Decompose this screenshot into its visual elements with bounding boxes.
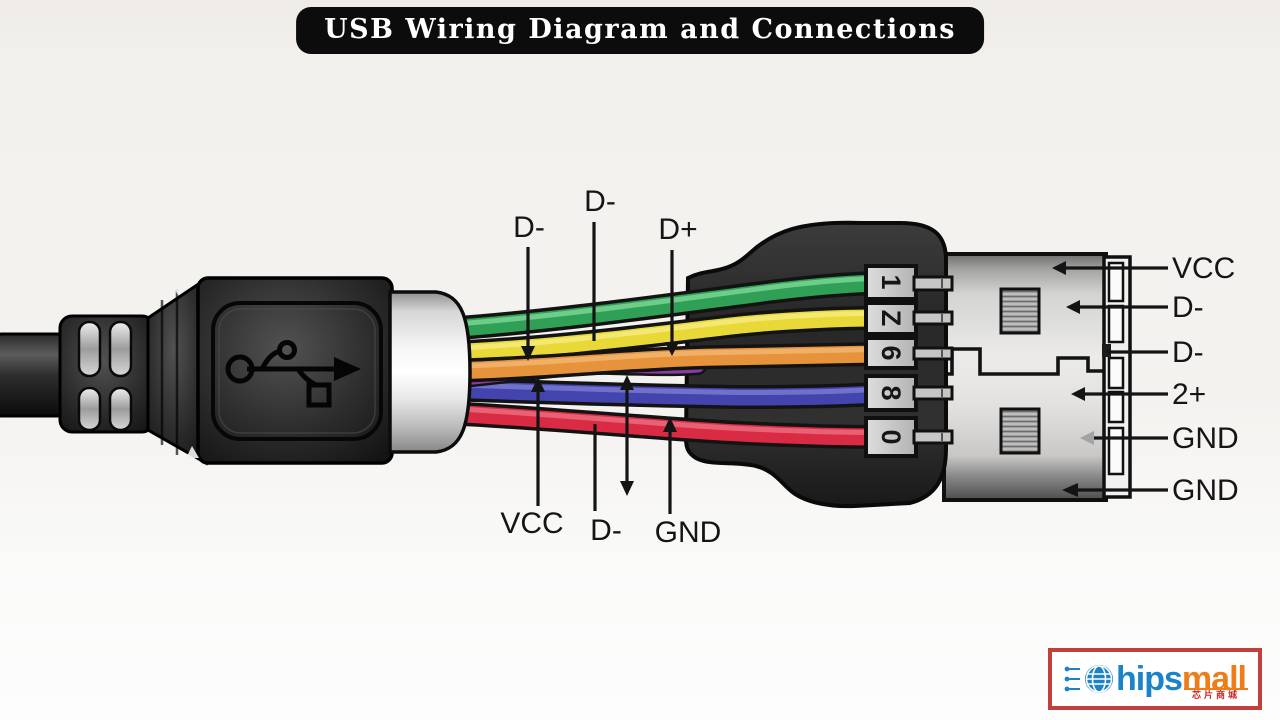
contact-window-top xyxy=(999,287,1041,335)
relief-slot xyxy=(77,320,102,378)
pin-block-2: Z xyxy=(864,301,918,336)
label: D- xyxy=(1172,291,1204,324)
label: D+ xyxy=(658,213,697,246)
shell-divider-line xyxy=(944,347,1106,376)
pin-block-1: 1 xyxy=(864,264,918,301)
usb-trident-icon xyxy=(225,340,361,408)
globe-c-icon xyxy=(1085,665,1114,693)
label: VCC xyxy=(500,507,563,540)
label: GND xyxy=(655,516,722,549)
annotation-right-gnd-2: GND xyxy=(1062,474,1239,507)
pin-number: 6 xyxy=(876,345,906,360)
connector-body xyxy=(146,276,394,466)
label: GND xyxy=(1172,422,1239,455)
double-headed-arrow xyxy=(620,375,634,496)
strain-relief xyxy=(58,314,156,434)
annotation-top-d-plus: D+ xyxy=(658,213,698,356)
wire-red xyxy=(434,401,888,449)
contact-pins xyxy=(912,275,954,445)
brand-subtext-cn: 芯片商城 xyxy=(1183,688,1248,700)
arrow-up-icon xyxy=(531,377,545,392)
mold-notch xyxy=(171,283,184,295)
label: D- xyxy=(513,211,545,244)
annotation-bottom-gnd: GND xyxy=(655,417,722,549)
arrow-down-icon xyxy=(665,342,679,356)
annotation-right-gnd-1: GND xyxy=(1080,422,1239,455)
arrow-down-icon xyxy=(521,346,535,361)
annotation-bottom-d-minus: D- xyxy=(590,424,622,547)
wire-blue xyxy=(434,377,888,410)
pin-block-4: 8 xyxy=(864,374,918,412)
arrow-left-icon xyxy=(1066,300,1080,314)
label: GND xyxy=(1172,474,1239,507)
arrow-left-icon xyxy=(1052,261,1066,275)
label: 2+ xyxy=(1172,378,1206,411)
relief-slot xyxy=(108,320,133,378)
arrow-left-icon xyxy=(1062,483,1078,497)
page-title: USB Wiring Diagram and Connections xyxy=(324,14,956,45)
label: D- xyxy=(584,185,616,218)
pin-block-5: 0 xyxy=(864,416,918,458)
arrow-up-icon xyxy=(620,375,634,390)
relief-slot xyxy=(108,386,133,432)
sheath-cylinder xyxy=(388,290,472,454)
annotation-top-d-minus-2: D- xyxy=(584,185,616,341)
brand-text-blue: hips xyxy=(1116,660,1183,698)
wire-orange xyxy=(434,342,888,383)
embossed-panel xyxy=(211,301,383,441)
label: VCC xyxy=(1172,252,1235,285)
circuit-trace-icon xyxy=(1064,666,1081,692)
arrow-down-icon xyxy=(620,481,634,496)
arrow-left-icon xyxy=(1071,387,1085,401)
plug-edge-strip xyxy=(1102,255,1132,499)
annotation-right-2-plus: 2+ xyxy=(1071,378,1206,411)
pin-number: Z xyxy=(876,310,906,327)
annotation-right-d-minus-1: D- xyxy=(1066,291,1204,324)
pin-block-3: 6 xyxy=(864,336,918,370)
contact-window-bottom xyxy=(999,407,1041,455)
pin-number: 1 xyxy=(876,274,906,289)
annotation-right-vcc: VCC xyxy=(1052,252,1235,285)
title-banner: USB Wiring Diagram and Connections xyxy=(296,7,984,54)
annotation-top-d-minus-1: D- xyxy=(513,211,545,361)
annotation-bottom-vcc: VCC xyxy=(500,377,564,540)
usb-plug-shell xyxy=(942,252,1132,502)
mold-notch xyxy=(186,446,199,458)
pin-number: 8 xyxy=(876,385,906,400)
relief-slot xyxy=(77,386,102,432)
label: D- xyxy=(1172,336,1204,369)
brand-mall-text: mall xyxy=(1181,660,1247,698)
wire-green xyxy=(434,271,888,341)
annotation-right-d-minus-2: D- xyxy=(1107,336,1204,369)
arrow-left-icon xyxy=(1080,431,1094,445)
pin-number: 0 xyxy=(876,429,906,444)
arrow-up-icon xyxy=(663,417,677,432)
label: D- xyxy=(590,514,622,547)
